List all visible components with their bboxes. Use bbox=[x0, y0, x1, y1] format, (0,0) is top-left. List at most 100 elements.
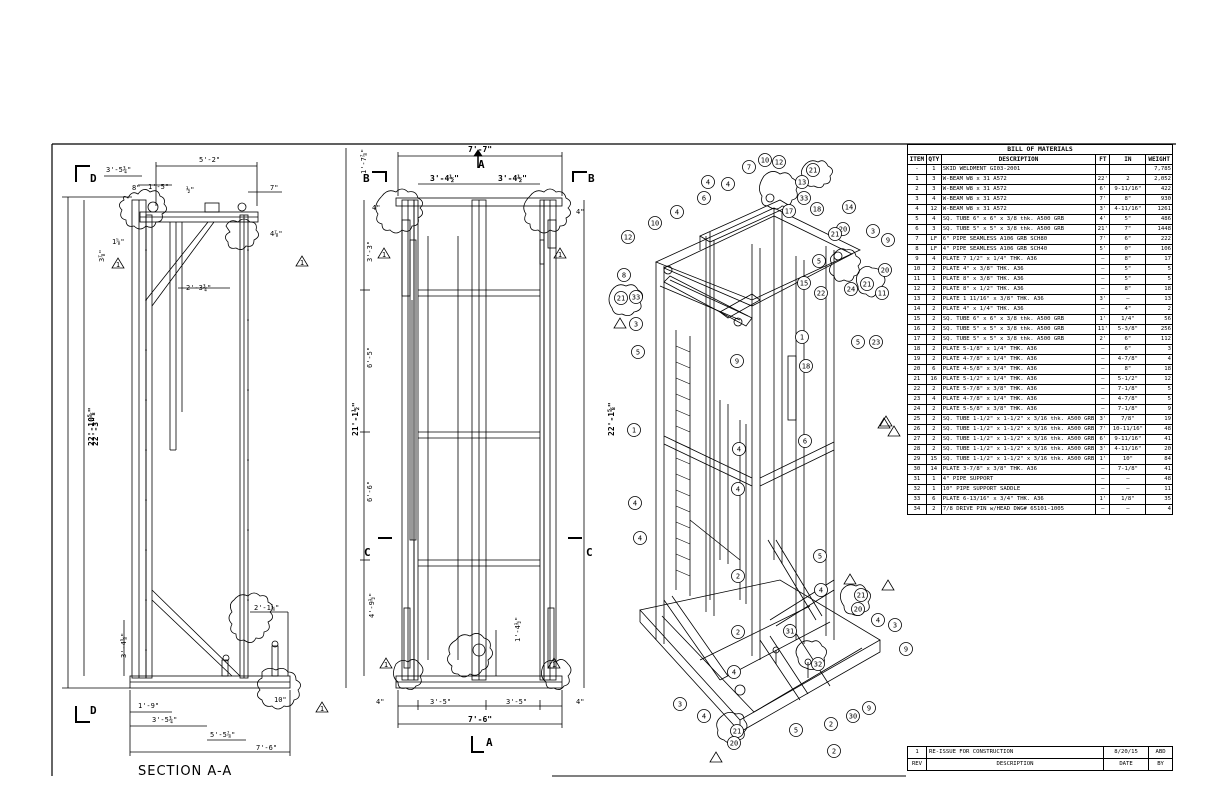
dim-base-4-right: 4" bbox=[576, 698, 584, 706]
callout-bubble bbox=[789, 723, 803, 737]
bom-in: 7-1/8" bbox=[1109, 384, 1147, 395]
bom-weight: 12 bbox=[1145, 374, 1173, 385]
bom-header-item: ITEM bbox=[907, 154, 927, 165]
dim-top-8: 8" bbox=[132, 184, 140, 192]
section-marker-b-right: B bbox=[588, 172, 595, 185]
callout-bubble bbox=[878, 263, 892, 277]
section-title: SECTION A-A bbox=[138, 764, 233, 779]
bom-description: 4" PIPE SEAMLESS A106 GRB SCH40 bbox=[940, 244, 1097, 255]
bom-weight: 19 bbox=[1145, 414, 1173, 425]
bom-item: 15 bbox=[907, 314, 927, 325]
bom-in: 7/8" bbox=[1109, 414, 1147, 425]
bom-qty: 2 bbox=[925, 294, 942, 305]
revision-header-row: REV DESCRIPTION DATE BY bbox=[907, 758, 1173, 771]
bom-qty: 2 bbox=[925, 334, 942, 345]
bom-ft: – bbox=[1095, 464, 1111, 475]
bom-weight: 48 bbox=[1145, 474, 1173, 485]
bom-in: 8" bbox=[1109, 284, 1147, 295]
bom-weight: 2 bbox=[1145, 304, 1173, 315]
callout-bubble bbox=[854, 588, 868, 602]
bom-ft: – bbox=[1095, 484, 1111, 495]
bom-item: 22 bbox=[907, 384, 927, 395]
bom-description: PLATE 4" x 1/4" THK. A36 bbox=[940, 304, 1097, 315]
callout-label: 3 bbox=[893, 622, 897, 630]
callout-label: 31 bbox=[786, 628, 794, 636]
bom-description: W-BEAM W8 x 31 A572 bbox=[940, 204, 1097, 215]
callout-label: 18 bbox=[802, 363, 810, 371]
bom-item: 4 bbox=[907, 204, 927, 215]
callout-bubble bbox=[628, 496, 642, 510]
bom-weight: 84 bbox=[1145, 454, 1173, 465]
bom-item: 6 bbox=[907, 224, 927, 235]
revision-number: 1 bbox=[907, 746, 927, 759]
revision-by: ABD bbox=[1148, 746, 1173, 759]
callout-label: 9 bbox=[867, 705, 871, 713]
callout-bubble bbox=[851, 335, 865, 349]
bom-item: 30 bbox=[907, 464, 927, 475]
bom-description: SQ. TUBE 5" x 5" x 3/8 thk. A500 GRB bbox=[940, 224, 1097, 235]
bom-ft: 21' bbox=[1095, 224, 1111, 235]
callout-label: 33 bbox=[800, 195, 808, 203]
bom-description: 6" PIPE SEAMLESS A106 GRB SCH80 bbox=[940, 234, 1097, 245]
dim-left-1-5: 1⅝" bbox=[112, 238, 125, 246]
bom-weight: 256 bbox=[1145, 324, 1173, 335]
dim-top-4-left: 4" bbox=[372, 204, 380, 212]
dim-top-3-4-left: 3'-4½" bbox=[430, 173, 459, 183]
dim-h-21: 21'-1½" bbox=[350, 402, 360, 436]
bom-item: 5 bbox=[907, 214, 927, 225]
bom-weight: 11 bbox=[1145, 484, 1173, 495]
bom-item: 26 bbox=[907, 424, 927, 435]
bom-in: 10-11/16" bbox=[1109, 424, 1147, 435]
bom-in: 1/4" bbox=[1109, 314, 1147, 325]
bom-header-qty: QTY bbox=[925, 154, 942, 165]
bom-description: PLATE 5-5/8" x 3/8" THK. A36 bbox=[940, 404, 1097, 415]
bom-weight: 1261 bbox=[1145, 204, 1173, 215]
bom-weight: 4 bbox=[1145, 504, 1173, 515]
callout-bubble bbox=[772, 155, 786, 169]
bom-description: PLATE 5-1/2" x 1/4" THK. A36 bbox=[940, 374, 1097, 385]
bom-qty: 2 bbox=[925, 284, 942, 295]
callout-bubble bbox=[697, 191, 711, 205]
bom-item: 11 bbox=[907, 274, 927, 285]
bom-ft: 3' bbox=[1095, 444, 1111, 455]
bom-item: 8 bbox=[907, 244, 927, 255]
dim-h-1-4: 1'-4½" bbox=[514, 617, 522, 642]
callout-bubble bbox=[795, 330, 809, 344]
bom-qty: 1 bbox=[925, 474, 942, 485]
bom-description: PLATE 8" x 3/8" THK. A36 bbox=[940, 274, 1097, 285]
bom-ft: – bbox=[1095, 304, 1111, 315]
bom-weight: 222 bbox=[1145, 234, 1173, 245]
dim-base-3-5-right: 3'-5" bbox=[506, 698, 527, 706]
callout-label: 21 bbox=[863, 281, 871, 289]
bom-weight: 35 bbox=[1145, 494, 1173, 505]
bom-ft: 1' bbox=[1095, 454, 1111, 465]
bom-in: 8" bbox=[1109, 194, 1147, 205]
callout-label: 5 bbox=[794, 727, 798, 735]
dim-top-7: 7" bbox=[270, 184, 278, 192]
callout-label: 1 bbox=[800, 334, 804, 342]
callout-label: 4 bbox=[638, 535, 642, 543]
bom-item: 24 bbox=[907, 404, 927, 415]
callout-bubble bbox=[842, 200, 856, 214]
callout-bubble bbox=[731, 569, 745, 583]
bom-description: SQ. TUBE 1-1/2" x 1-1/2" x 3/16 thk. A50… bbox=[940, 424, 1097, 435]
bom-in: 1/8" bbox=[1109, 494, 1147, 505]
dim-top-3-4-right: 3'-4½" bbox=[498, 173, 527, 183]
bom-item: 1 bbox=[907, 174, 927, 185]
bom-weight: 41 bbox=[1145, 464, 1173, 475]
callout-label: 33 bbox=[632, 294, 640, 302]
callout-label: 30 bbox=[849, 713, 857, 721]
bom-description: PLATE 4-7/8" x 1/4" THK. A36 bbox=[940, 394, 1097, 405]
bom-in: – bbox=[1109, 474, 1147, 485]
bom-in: 0" bbox=[1109, 244, 1147, 255]
bom-description: SKID WELDMENT GI03-2001 bbox=[940, 164, 1097, 175]
callout-bubble bbox=[899, 642, 913, 656]
bom-in: 4" bbox=[1109, 304, 1147, 315]
